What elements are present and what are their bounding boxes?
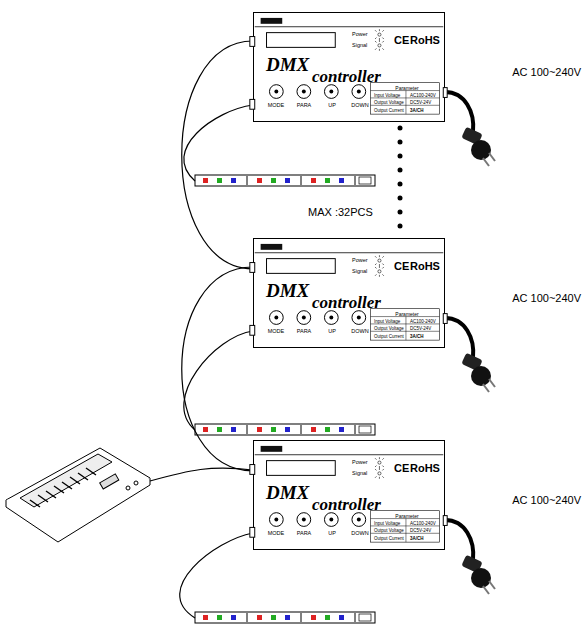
panel-text: DMX — [266, 55, 309, 74]
panel-text: Input Voltage — [374, 94, 400, 99]
panel-text: Signal — [352, 471, 367, 477]
panel-text: Parameter — [395, 312, 418, 317]
panel-text: RoHS — [410, 35, 440, 46]
panel-text: Output Current — [374, 537, 404, 542]
panel-text: DC5V-24V — [410, 327, 431, 332]
panel-text: 3A/CH — [410, 335, 424, 340]
panel-text: Power — [352, 258, 368, 264]
panel-text: Signal — [352, 269, 367, 275]
panel-text: RoHS — [410, 463, 440, 474]
panel-text: CE — [394, 261, 409, 272]
panel-text: Signal — [352, 43, 367, 49]
dmx-cable — [182, 267, 253, 471]
panel-text: Output Voltage — [374, 327, 404, 332]
dmx-cable — [182, 41, 253, 269]
panel-text: RoHS — [410, 261, 440, 272]
panel-text: MODE — [268, 531, 285, 537]
panel-text: MODE — [268, 329, 285, 335]
panel-text: AC100-240V — [410, 320, 436, 325]
panel-text: CE — [394, 463, 409, 474]
panel-text: controller — [312, 68, 381, 85]
voltage-label: AC 100~240V — [510, 66, 583, 79]
dmx-controller: CERoHS PowerSignalDMXcontrollerMODE PARA UP… — [253, 440, 445, 550]
panel-text: DOWN — [351, 531, 368, 537]
panel-text: 3A/CH — [410, 109, 424, 114]
panel-text: DMX — [266, 483, 309, 502]
panel-text: MODE — [268, 103, 285, 109]
panel-text: AC100-240V — [410, 522, 436, 527]
panel-text: controller — [312, 294, 381, 311]
panel-text: Power — [352, 32, 368, 38]
panel-text: DOWN — [351, 103, 368, 109]
panel-text: UP — [328, 329, 336, 335]
panel-text: Output Current — [374, 109, 404, 114]
panel-text: DC5V-24V — [410, 529, 431, 534]
panel-text: Power — [352, 460, 368, 466]
max-count-note: MAX :32PCS — [306, 206, 375, 219]
panel-text: UP — [328, 103, 336, 109]
panel-text: DMX — [266, 281, 309, 300]
panel-text: DOWN — [351, 329, 368, 335]
dmx-controller: CERoHS PowerSignalDMXcontrollerMODE PARA UP… — [253, 238, 445, 348]
panel-text: UP — [328, 531, 336, 537]
panel-text: CE — [394, 35, 409, 46]
panel-text: PARA — [297, 103, 312, 109]
panel-text: Input Voltage — [374, 522, 400, 527]
voltage-label: AC 100~240V — [510, 292, 583, 305]
panel-text: Parameter — [395, 514, 418, 519]
panel-text: DC5V-24V — [410, 101, 431, 106]
panel-text: Output Current — [374, 335, 404, 340]
panel-text: PARA — [297, 531, 312, 537]
panel-text: Output Voltage — [374, 529, 404, 534]
panel-text: Output Voltage — [374, 101, 404, 106]
panel-text: PARA — [297, 329, 312, 335]
panel-text: Parameter — [395, 86, 418, 91]
panel-text: 3A/CH — [410, 537, 424, 542]
voltage-label: AC 100~240V — [510, 494, 583, 507]
panel-text: AC100-240V — [410, 94, 436, 99]
panel-text: Input Voltage — [374, 320, 400, 325]
panel-text: controller — [312, 496, 381, 513]
dmx-controller: CERoHS PowerSignalDMXcontrollerMODE PARA UP… — [253, 12, 445, 122]
